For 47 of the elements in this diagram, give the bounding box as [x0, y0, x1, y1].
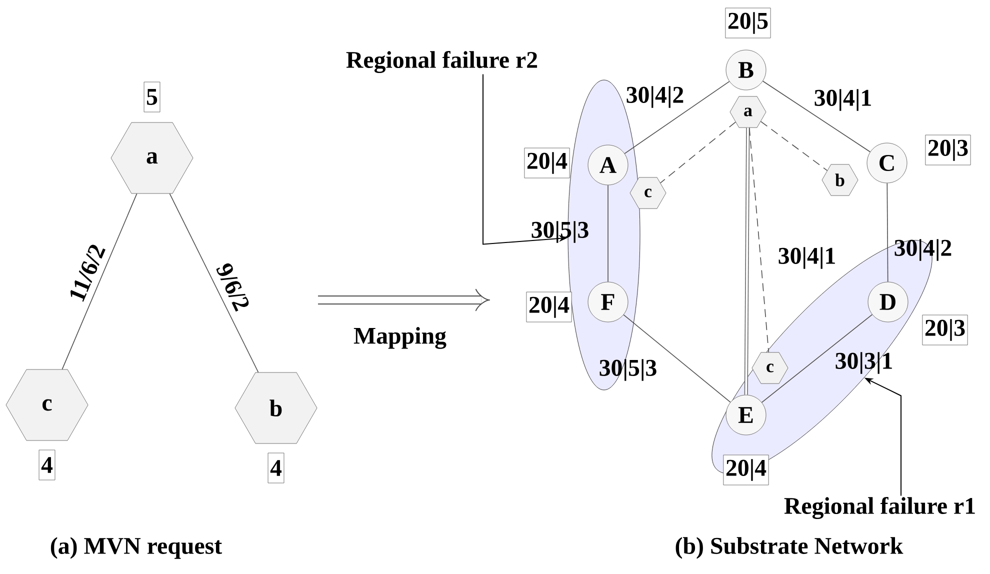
- value-box: 20|5: [725, 8, 771, 38]
- arrow-label: Mapping: [354, 327, 446, 349]
- circle-node: D: [868, 282, 908, 322]
- value-box: 20|4: [723, 454, 769, 486]
- value-box: 20|4: [526, 292, 572, 322]
- edge-label: 30|4|1: [814, 89, 871, 111]
- link-line: [761, 314, 873, 403]
- mapping-link: [760, 121, 828, 171]
- value-box: 4: [268, 452, 284, 484]
- circle-node: B: [726, 50, 766, 90]
- edge-label: 11/6/2: [70, 244, 106, 302]
- hexagon-node: a: [110, 122, 194, 194]
- link-line: [624, 81, 730, 154]
- edge-label: 30|4|2: [894, 239, 952, 261]
- value-box: 5: [144, 82, 160, 112]
- edge-label: 30|4|1: [778, 247, 835, 269]
- value-box: 20|3: [925, 134, 971, 166]
- link-line: [623, 314, 731, 403]
- hexagon-node: b: [234, 372, 318, 444]
- caption: (a) MVN request: [50, 537, 222, 559]
- edge-label: 30|4|2: [626, 86, 684, 108]
- link-line: [744, 128, 750, 395]
- hexagon-node: b: [822, 164, 858, 196]
- edge-label: 30|5|3: [532, 221, 588, 243]
- circle-node: A: [588, 144, 628, 186]
- value-box: 4: [38, 450, 56, 480]
- link-line: [62, 193, 138, 370]
- mapping-link: [660, 122, 736, 184]
- link-line: [762, 80, 871, 152]
- callout-text: Regional failure r1: [784, 496, 975, 520]
- hexagon-node: c: [6, 369, 88, 441]
- circle-node: C: [866, 142, 908, 184]
- hexagon-node: a: [730, 96, 766, 128]
- link-line: [169, 193, 259, 373]
- link-line: [886, 182, 888, 282]
- circle-node: E: [726, 394, 766, 436]
- edge-label: 30|5|3: [600, 359, 656, 381]
- callout-text: Regional failure r2: [346, 50, 538, 74]
- caption: (b) Substrate Network: [676, 537, 904, 559]
- hexagon-node: c: [630, 177, 666, 209]
- edge-label: 9/6/2: [216, 263, 249, 312]
- mapping-link: [748, 127, 770, 353]
- value-box: 20|3: [922, 314, 968, 346]
- edge-label: 30|3|1: [836, 352, 892, 374]
- value-box: 20|4: [524, 148, 570, 178]
- hexagon-node: c: [752, 352, 788, 384]
- circle-node: F: [588, 282, 628, 322]
